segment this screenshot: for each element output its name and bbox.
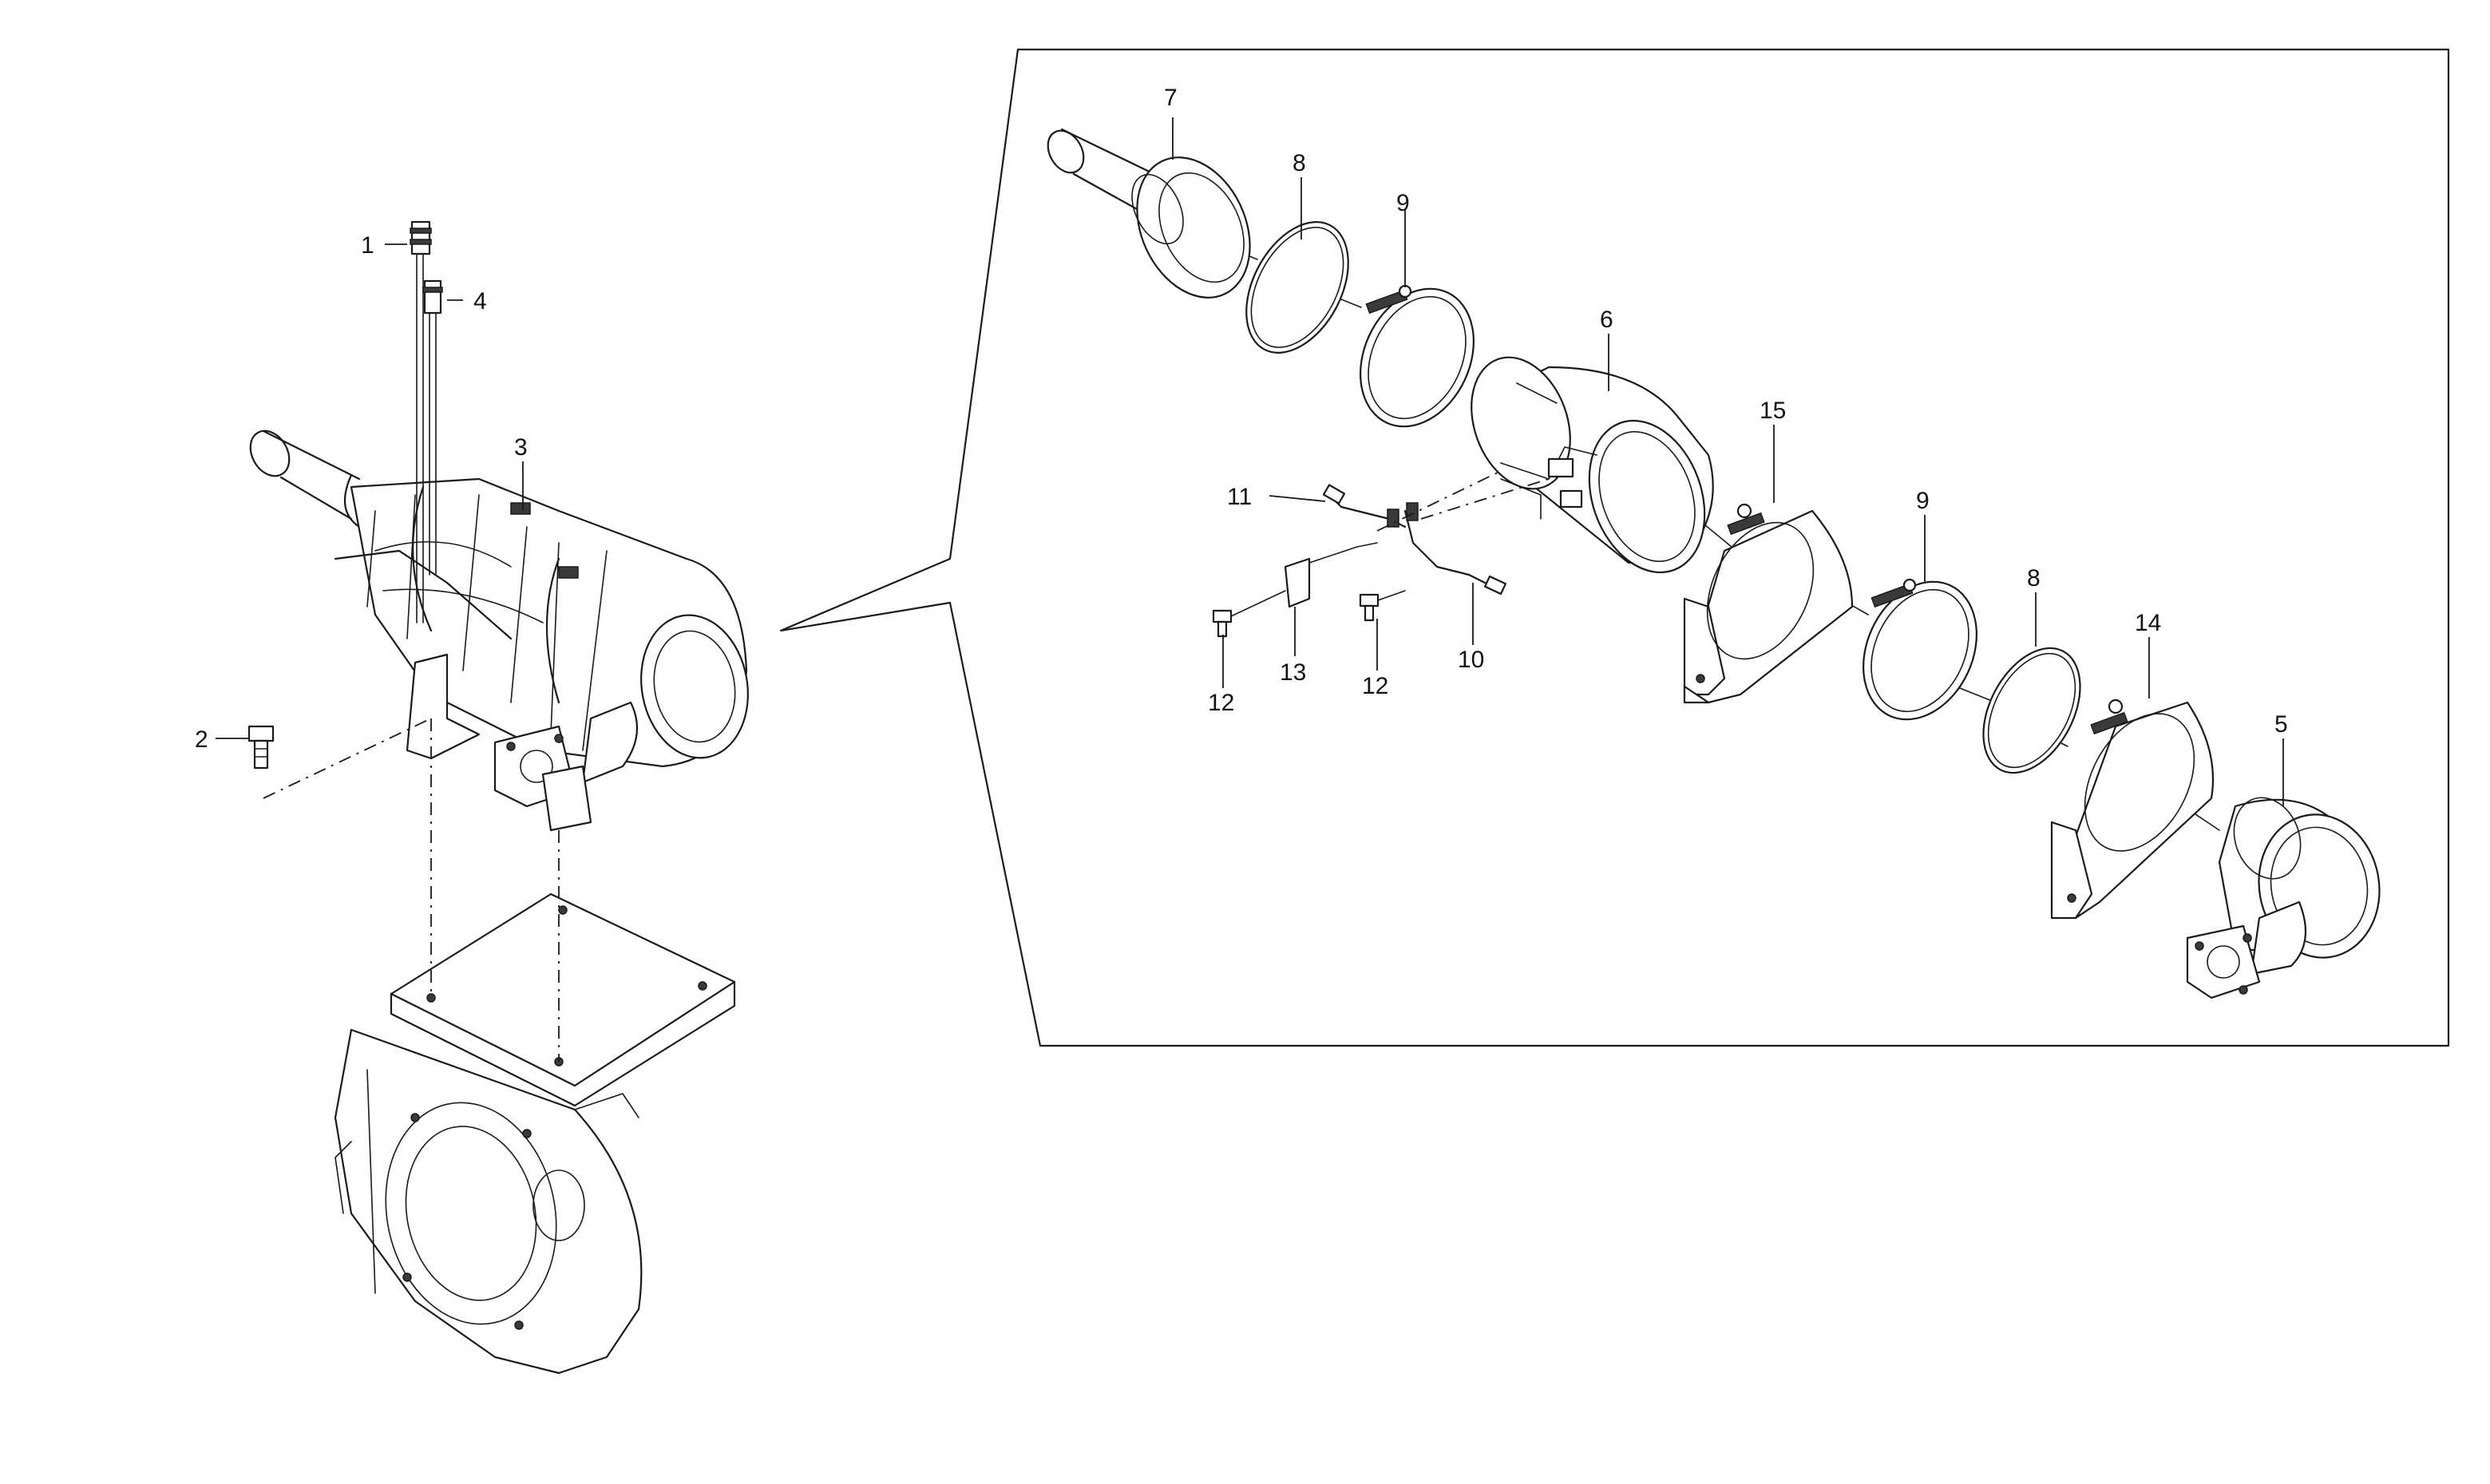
exploded-axis xyxy=(1189,231,2220,831)
callout-2: 2 xyxy=(195,726,208,753)
callout-10: 10 xyxy=(1458,647,1484,673)
callout-12a: 12 xyxy=(1208,690,1234,716)
callout-labels: 1 2 3 4 5 6 7 8 8 9 9 10 11 12 12 13 14 … xyxy=(195,85,2288,753)
sensor-tubes-assembled xyxy=(334,239,513,640)
outlet-cap-part xyxy=(2186,797,2381,999)
assembly-line-bolt xyxy=(263,718,432,799)
callout-11: 11 xyxy=(1227,484,1252,510)
callout-14: 14 xyxy=(2135,610,2161,636)
flywheel-housing xyxy=(334,1028,643,1375)
exploded-view xyxy=(1047,128,2381,999)
detail-frame xyxy=(779,48,2450,1047)
callout-7: 7 xyxy=(1164,85,1178,111)
pipe-bracket-part xyxy=(1284,542,1378,608)
sensor-fitting-part xyxy=(410,220,432,255)
assembled-unit xyxy=(247,220,749,1375)
bolt-part-12b xyxy=(1359,590,1406,622)
sensor-pipe-part-11 xyxy=(1322,484,1407,528)
assembly-line-sensor-pipe xyxy=(1376,470,1550,532)
callout-8b: 8 xyxy=(2027,565,2041,592)
callout-1: 1 xyxy=(361,232,374,259)
inlet-pipe-assembled xyxy=(249,429,361,528)
bracket-clamp-part-15 xyxy=(1683,503,1854,704)
filter-body-part xyxy=(1471,356,1714,574)
mounting-bolt-part xyxy=(247,725,275,770)
bolt-part-12a xyxy=(1212,590,1286,638)
inlet-flange-part xyxy=(1047,128,1251,299)
bracket-clamp-part-14 xyxy=(2050,698,2215,920)
pipe-fitting-part xyxy=(422,279,443,315)
leader-lines xyxy=(216,117,2284,806)
v-band-clamp-part-1 xyxy=(1360,284,1475,428)
callout-12b: 12 xyxy=(1362,673,1388,699)
v-band-clamp-part-2 xyxy=(1863,578,1977,721)
gasket-ring-part-2 xyxy=(1982,647,2081,774)
callout-9a: 9 xyxy=(1396,190,1410,216)
callout-5: 5 xyxy=(2274,711,2288,738)
callout-4: 4 xyxy=(473,288,487,315)
dpf-body-assembled xyxy=(350,477,749,832)
gasket-ring-part-1 xyxy=(1245,221,1349,354)
callout-8a: 8 xyxy=(1293,150,1306,176)
sensor-pipe-part-10 xyxy=(1403,502,1507,596)
callout-13: 13 xyxy=(1280,659,1306,686)
callout-3: 3 xyxy=(514,434,528,461)
callout-9b: 9 xyxy=(1916,488,1930,514)
callout-6: 6 xyxy=(1600,307,1613,333)
mounting-plate xyxy=(390,892,736,1107)
callout-15: 15 xyxy=(1760,398,1786,424)
